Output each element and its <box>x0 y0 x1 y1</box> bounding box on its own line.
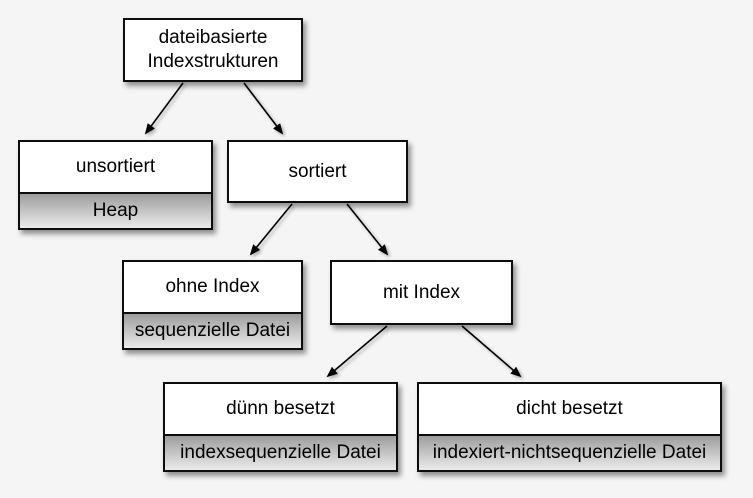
node-duenn-besetzt-sublabel: indexsequenzielle Datei <box>165 434 396 470</box>
node-dicht-besetzt-label: dicht besetzt <box>516 398 623 420</box>
node-ohne-index-label: ohne Index <box>165 276 260 298</box>
node-root: dateibasierte Indexstrukturen <box>123 18 303 82</box>
edge-sortiert-mit-index <box>346 203 389 256</box>
edge-mit-index-duenn-besetzt <box>326 325 388 378</box>
edge-root-unsortiert <box>144 82 184 135</box>
node-mit-index-label: mit Index <box>382 281 461 303</box>
edge-sortiert-ohne-index <box>249 203 293 256</box>
node-mit-index: mit Index <box>330 260 513 325</box>
node-root-label: dateibasierte Indexstrukturen <box>147 27 279 72</box>
node-dicht-besetzt-sublabel: indexiert-nichtsequenzielle Datei <box>419 434 720 470</box>
edge-root-sortiert <box>243 82 284 135</box>
node-duenn-besetzt: dünn besetzt indexsequenzielle Datei <box>163 382 398 472</box>
node-unsortiert-label: unsortiert <box>75 156 156 178</box>
edge-mit-index-dicht-besetzt <box>461 325 522 378</box>
node-unsortiert: unsortiert Heap <box>18 140 213 230</box>
node-unsortiert-sublabel: Heap <box>20 192 211 228</box>
node-duenn-besetzt-label: dünn besetzt <box>226 398 335 420</box>
node-dicht-besetzt: dicht besetzt indexiert-nichtsequenziell… <box>417 382 722 472</box>
node-ohne-index-sublabel: sequenzielle Datei <box>124 312 301 348</box>
node-sortiert: sortiert <box>227 140 408 203</box>
node-sortiert-label: sortiert <box>288 160 347 182</box>
node-ohne-index: ohne Index sequenzielle Datei <box>122 260 303 350</box>
